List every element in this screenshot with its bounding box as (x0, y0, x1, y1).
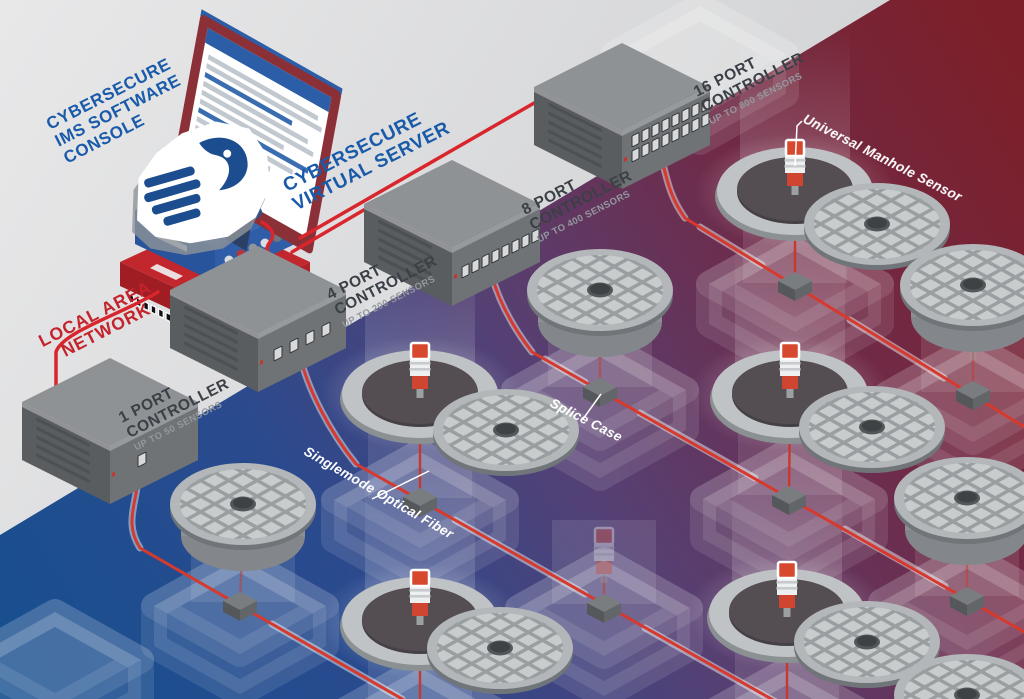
controller-1port (22, 358, 198, 504)
controller-16port (534, 43, 710, 189)
annotation-leaders (371, 120, 803, 500)
controller-4port (170, 246, 346, 392)
eagle-logo-icon (132, 121, 271, 256)
leader-optical-fiber (371, 470, 430, 500)
leader-splice-case (582, 393, 602, 420)
controller-8port (364, 160, 540, 306)
fiber-route-8port (490, 274, 1024, 634)
manhole-cover (799, 386, 945, 473)
manhole-closed (170, 463, 316, 571)
manhole-cover (427, 607, 573, 694)
controllers (22, 43, 710, 504)
fiber-network (128, 156, 1024, 699)
leader-manhole-sensor (794, 120, 803, 167)
manhole-closed (527, 249, 673, 357)
